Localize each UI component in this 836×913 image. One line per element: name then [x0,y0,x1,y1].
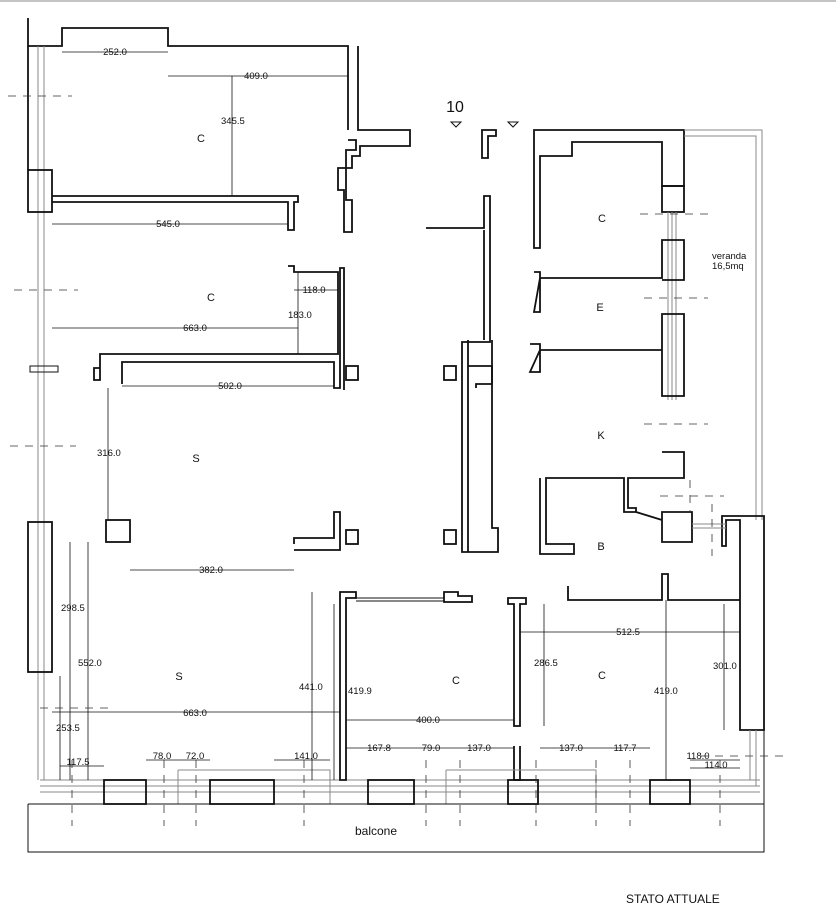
pillar-corr-1 [443,365,457,381]
room-label-c3: C [452,675,460,687]
stub-bottom [513,746,521,781]
dim-label: 252.0 [103,47,127,58]
dim-label: 316.0 [97,448,121,459]
room-label-c2: C [207,292,215,304]
dim-label: 79.0 [422,743,441,754]
dim-label: 183.0 [288,310,312,321]
entrance-marker-left [449,121,463,128]
corridor-wall-1 [426,195,499,553]
axis-lines [8,95,784,826]
dim-label: 345.5 [221,116,245,127]
wall-c5-e [532,239,685,313]
room-label-c5: C [598,213,606,225]
entry-stub [481,129,497,159]
dim-label: 512.5 [616,627,640,638]
drawing-title: STATO ATTUALE [626,892,720,906]
room-label-c4: C [598,670,606,682]
dim-label: 663.0 [183,708,207,719]
room-label-s1: S [192,453,199,465]
dim-label: 117.7 [613,743,636,754]
dim-label: 419.9 [348,686,372,697]
dim-label: 78.0 [153,751,172,762]
dim-label: 253.5 [56,723,80,734]
dim-label: 552.0 [78,658,102,669]
pillar-mid-2 [105,519,131,543]
room-label-b: B [597,541,604,553]
wall-right-top [533,129,685,249]
wall-c3-left [339,591,357,781]
dim-label: 419.0 [654,686,678,697]
wall-c3-top [443,591,473,603]
wall-s1-s2 [293,511,341,551]
dimension-labels: 252.0 409.0 345.5 545.0 118.0 183.0 663.… [56,47,737,771]
balcony-outline [27,730,765,853]
door-c3 [356,597,444,602]
corridor-wall-2 [467,230,485,552]
wall-b-c4 [567,515,765,731]
dim-label: 545.0 [156,219,180,230]
room-label-k: K [597,430,605,442]
dimension-lines [52,51,740,780]
facade-right [692,523,757,786]
dim-label: 167.8 [367,743,391,754]
facade-left [37,46,760,793]
corridor-wall-3 [468,365,493,388]
floor-number: 10 [446,99,464,116]
wall-c1-c2 [52,195,299,231]
dim-label: 298.5 [61,603,85,614]
dim-label: 409.0 [244,71,268,82]
pillar-left-2 [27,521,53,673]
dim-label: 118.0 [302,285,325,296]
veranda-pillar-1 [661,185,685,213]
pillar-left-1 [27,169,53,213]
pillar-corr-2 [443,529,457,545]
dim-label: 441.0 [299,682,323,693]
veranda-name: veranda [712,251,747,262]
veranda-mullion [667,212,677,400]
pillar-mid-1 [345,365,359,381]
dim-label: 400.0 [416,715,440,726]
dim-label: 72.0 [186,751,205,762]
dim-label: 382.0 [199,565,223,576]
window-bottom [177,769,597,804]
wall-left-top [27,18,349,130]
dim-label: 114.0 [704,760,727,771]
entrance-marker-right [506,121,520,128]
pillar-mid-3 [345,529,359,545]
dim-label: 117.5 [66,757,89,768]
room-label-e: E [596,302,603,314]
dim-label: 141.0 [294,751,318,762]
wall-c2-s1 [93,265,345,390]
dim-label: 137.0 [467,743,491,754]
room-label-c1: C [197,133,205,145]
wall-stair-left [337,46,411,233]
wall-c3-c4 [507,597,527,727]
dim-label: 502.0 [218,381,242,392]
dim-label: 286.5 [534,658,558,669]
dim-label: 118.0 [686,751,709,762]
balcony-label: balcone [355,824,397,838]
dim-label: 137.0 [559,743,583,754]
wall-e-k [528,313,685,397]
veranda-area: 16,5mq [712,261,744,272]
sill-left [29,365,59,373]
wall-k-b [539,451,685,555]
dim-label: 301.0 [713,661,737,672]
veranda-frame [684,129,763,520]
room-label-s2: S [175,671,182,683]
dim-label: 663.0 [183,323,207,334]
bath-fixture [635,511,693,543]
